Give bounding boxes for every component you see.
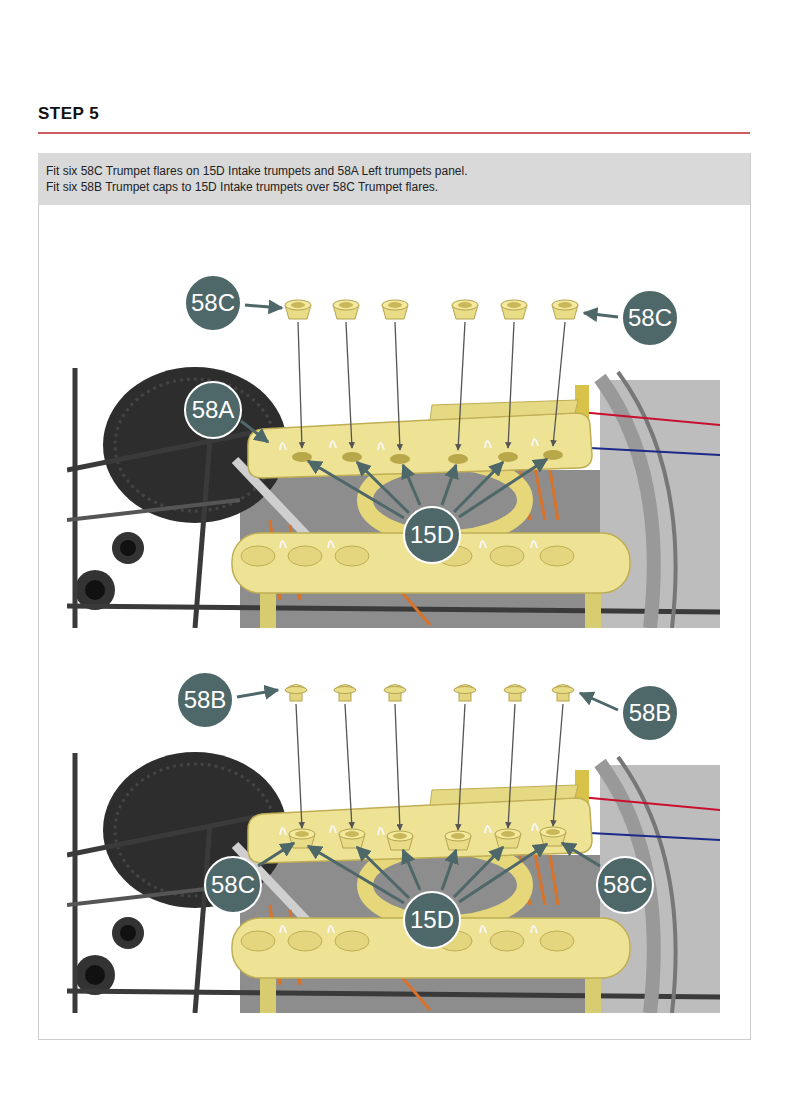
callout-label: 15D bbox=[410, 521, 454, 549]
illustration-part bbox=[552, 300, 578, 319]
illustration-part bbox=[458, 704, 465, 830]
callout-number: 15D bbox=[403, 891, 461, 949]
placement-arrows bbox=[296, 322, 565, 830]
callout-leaders bbox=[237, 305, 618, 903]
illustration-part bbox=[296, 704, 302, 828]
illustration-part bbox=[442, 850, 456, 890]
illustration-part bbox=[562, 843, 600, 866]
illustration-part bbox=[285, 300, 311, 319]
illustration-part bbox=[395, 322, 400, 450]
callout-number: 58C bbox=[621, 289, 679, 347]
illustration-part bbox=[508, 704, 515, 828]
engine-view-top bbox=[67, 367, 720, 628]
illustration-part bbox=[552, 685, 574, 702]
illustration-part bbox=[357, 847, 409, 898]
illustration-part bbox=[508, 322, 514, 448]
illustration-part bbox=[333, 300, 359, 319]
callout-number: 58C bbox=[204, 856, 262, 914]
illustration-part bbox=[298, 322, 302, 448]
header-rule bbox=[38, 132, 750, 134]
illustration-part bbox=[357, 462, 409, 513]
illustration-part bbox=[452, 300, 478, 319]
callout-label: 58B bbox=[629, 699, 672, 727]
illustration-part bbox=[237, 690, 278, 697]
illustration-part bbox=[501, 300, 527, 319]
illustration-part bbox=[458, 322, 465, 450]
illustration-part bbox=[382, 300, 408, 319]
illustration-part bbox=[442, 465, 456, 505]
illustration-part bbox=[403, 465, 420, 505]
callout-label: 15D bbox=[410, 906, 454, 934]
callout-number: 58B bbox=[621, 684, 679, 742]
illustration-part bbox=[346, 322, 352, 448]
illustration-part bbox=[403, 850, 420, 890]
page-frame bbox=[39, 154, 751, 1040]
illustration-part bbox=[245, 305, 282, 308]
callout-number: 58A bbox=[184, 381, 242, 439]
illustration-part bbox=[553, 704, 563, 826]
callout-number: 15D bbox=[403, 506, 461, 564]
illustration-part bbox=[553, 322, 565, 446]
illustration-part bbox=[495, 829, 521, 848]
illustration-part bbox=[454, 685, 476, 702]
callout-label: 58B bbox=[184, 686, 227, 714]
illustration-part bbox=[387, 831, 413, 850]
trumpet-flares bbox=[285, 300, 578, 319]
illustration-part bbox=[67, 752, 720, 1013]
illustration-part bbox=[504, 685, 526, 702]
illustration-part bbox=[308, 461, 404, 518]
illustration-part bbox=[584, 313, 618, 317]
illustration-part bbox=[258, 843, 294, 866]
callout-label: 58C bbox=[191, 289, 235, 317]
instruction-band: Fit six 58C Trumpet flares on 15D Intake… bbox=[38, 153, 750, 205]
engine-view-bottom bbox=[67, 752, 720, 1013]
callout-label: 58C bbox=[603, 871, 647, 899]
illustration-part bbox=[241, 421, 268, 442]
callout-label: 58C bbox=[628, 304, 672, 332]
callout-number: 58B bbox=[176, 671, 234, 729]
trumpet-caps bbox=[285, 685, 574, 702]
illustration-part bbox=[339, 829, 365, 848]
illustration-part bbox=[459, 459, 547, 517]
illustration-part bbox=[334, 685, 356, 702]
callout-label: 58C bbox=[211, 871, 255, 899]
instruction-text: Fit six 58C Trumpet flares on 15D Intake… bbox=[46, 163, 742, 179]
illustration-part bbox=[580, 693, 618, 710]
illustration-part bbox=[395, 704, 400, 830]
illustration-part bbox=[345, 704, 352, 828]
illustration-part bbox=[459, 844, 547, 902]
callout-number: 58C bbox=[596, 856, 654, 914]
callout-label: 58A bbox=[192, 396, 235, 424]
illustration-part bbox=[67, 367, 720, 628]
instruction-text: Fit six 58B Trumpet caps to 15D Intake t… bbox=[46, 179, 742, 195]
callout-number: 58C bbox=[184, 274, 242, 332]
illustration-part bbox=[285, 685, 307, 702]
step-title: STEP 5 bbox=[38, 104, 99, 124]
illustration-part bbox=[445, 831, 471, 850]
illustration-part bbox=[308, 846, 404, 903]
illustration-part bbox=[384, 685, 406, 702]
